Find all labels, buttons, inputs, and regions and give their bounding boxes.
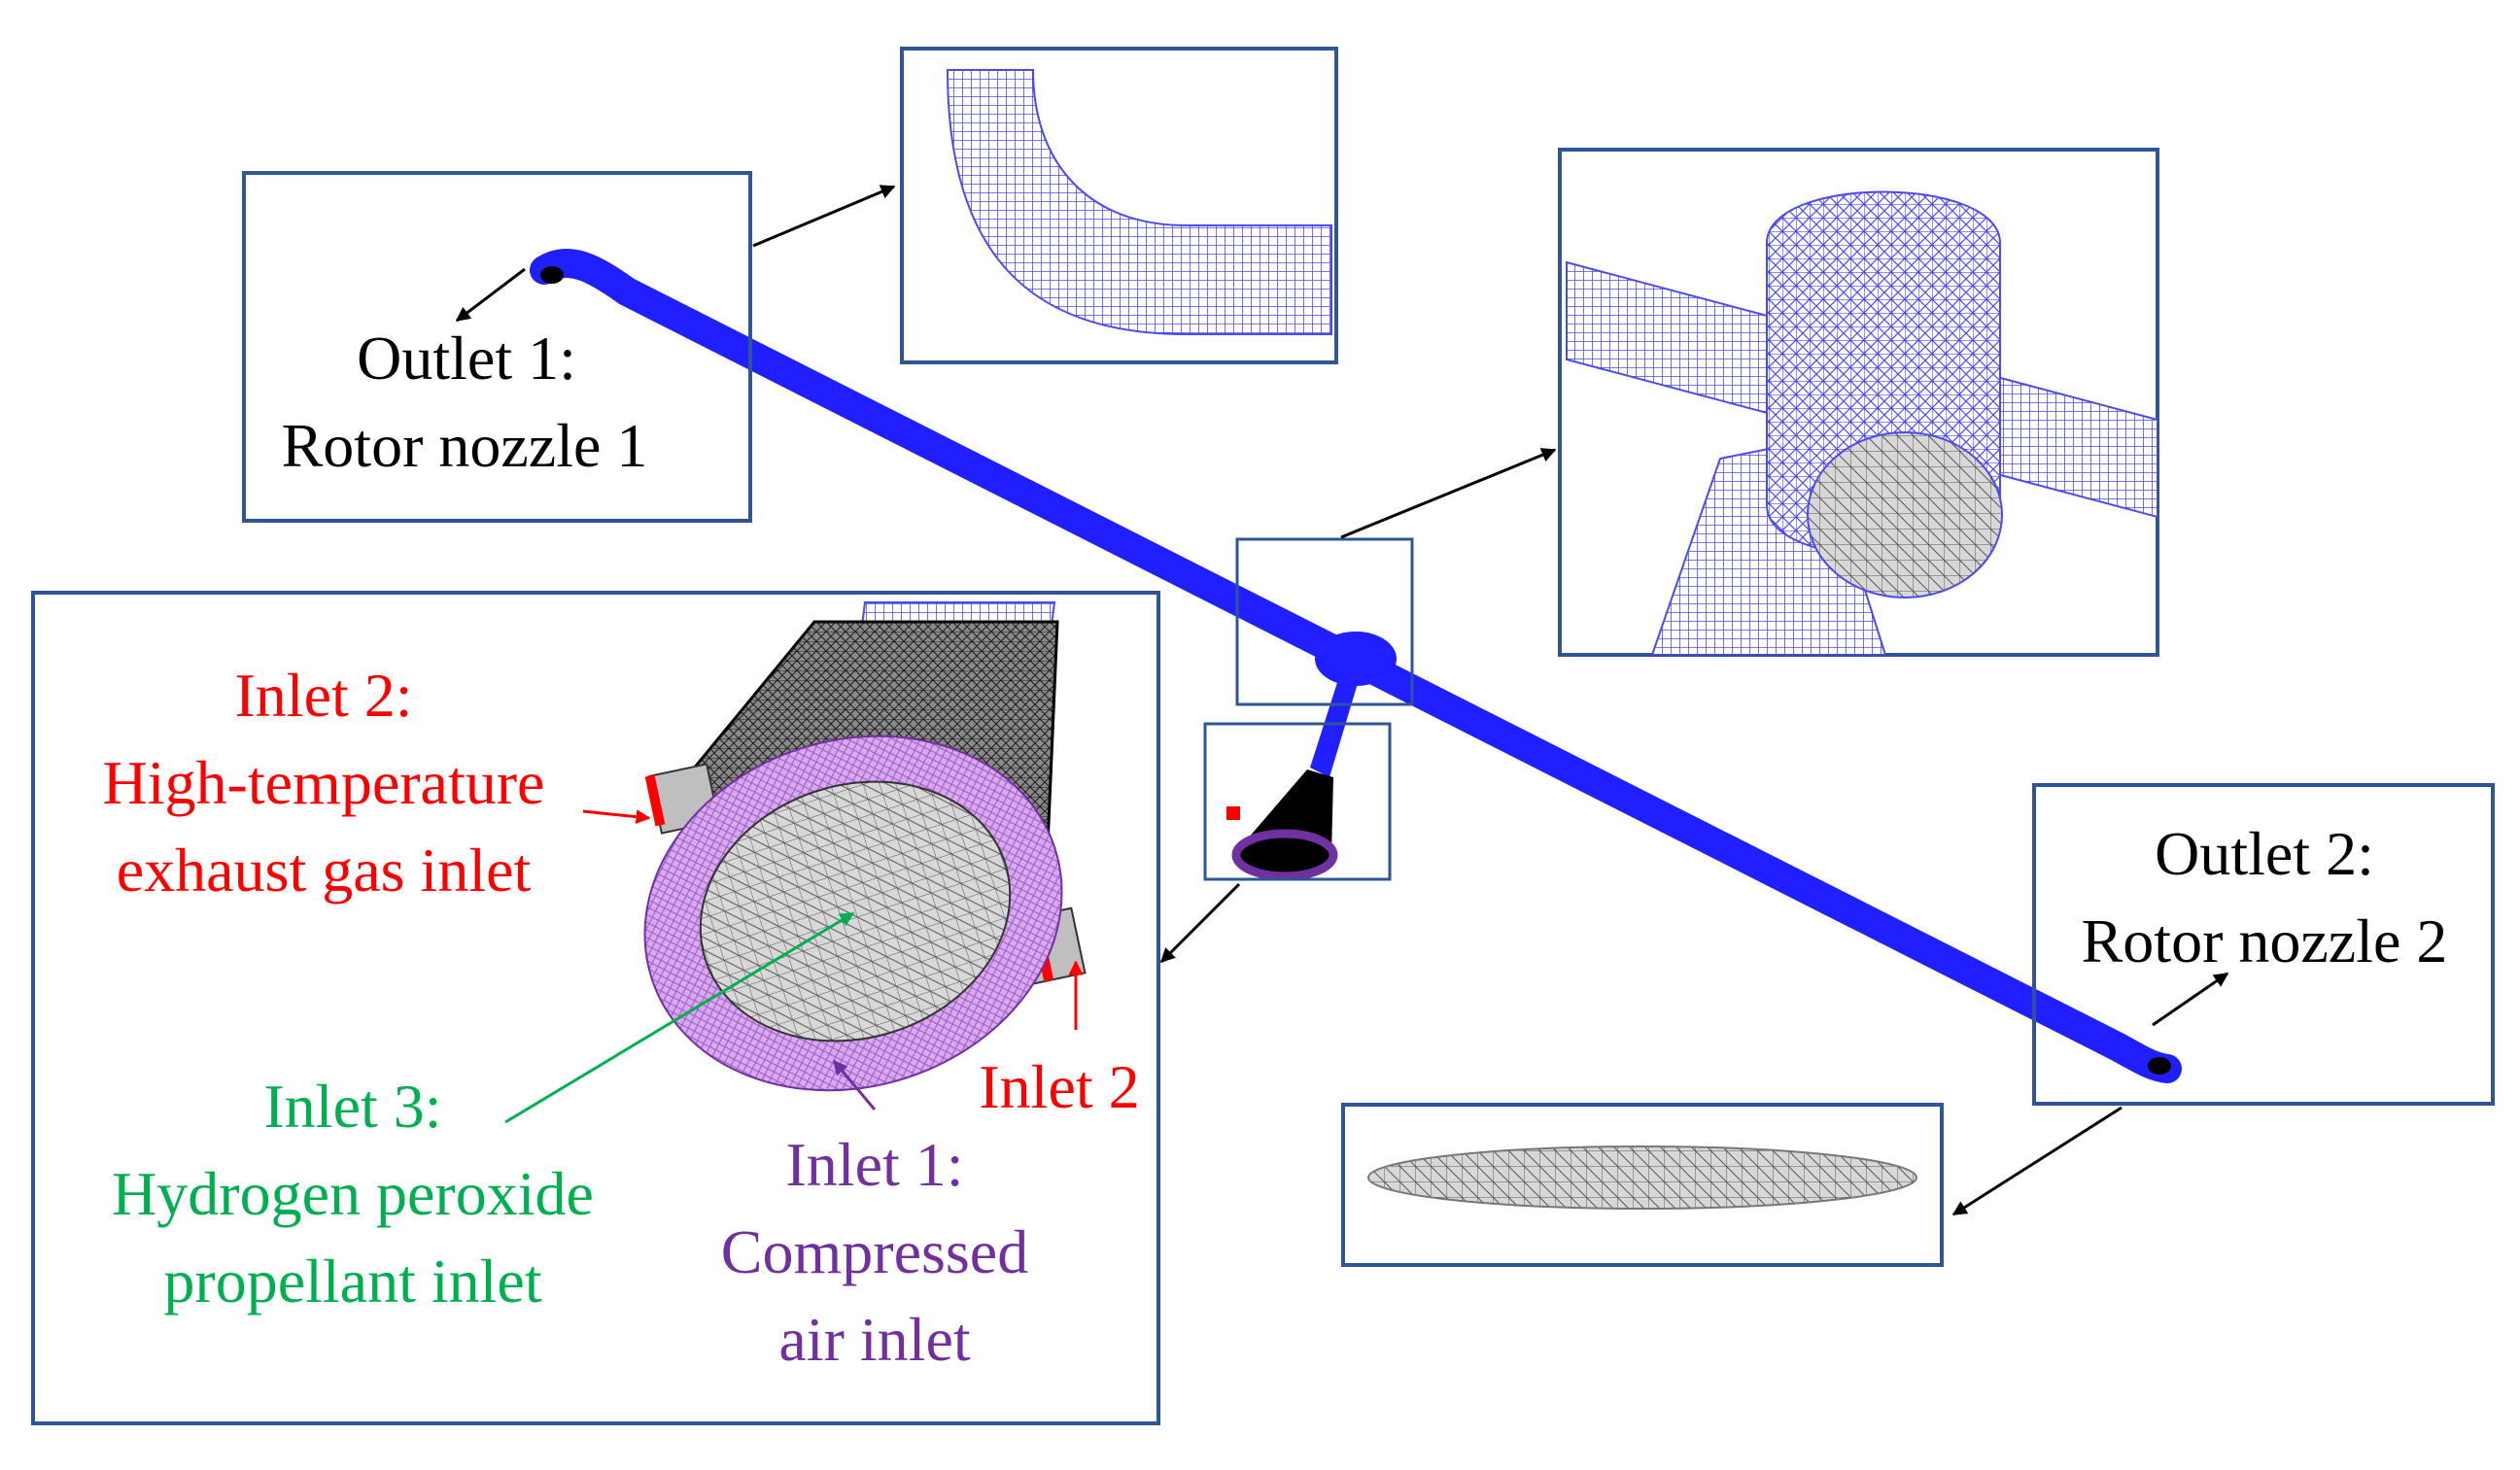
inlet-1-label: Inlet 1: Compressed air inlet <box>721 1130 1028 1374</box>
inlet-2-subtitle-2: exhaust gas inlet <box>117 836 532 905</box>
inlet-1-subtitle-2: air inlet <box>778 1305 970 1374</box>
outlet-1-callout: Outlet 1: Rotor nozzle 1 <box>242 171 752 523</box>
hydrogen-peroxide-face <box>699 780 1012 1043</box>
junction-zoom-arrow <box>1340 448 1557 539</box>
outlet-1-subtitle: Rotor nozzle 1 <box>282 411 648 480</box>
rotor-arm <box>530 249 2182 1083</box>
outlet-2-pointer-arrow <box>2152 972 2229 1027</box>
elbow-zoom-arrow <box>752 185 896 248</box>
inlet-2-title: Inlet 2: <box>234 661 412 730</box>
inlet-1-arrow <box>832 1059 877 1111</box>
inlet-2-short-label: Inlet 2 <box>979 1052 1139 1121</box>
elbow-mesh-surface <box>946 69 1332 335</box>
inlet-1-title: Inlet 1: <box>785 1130 963 1199</box>
inlet-3-subtitle-2: propellant inlet <box>163 1247 541 1316</box>
inlet-2-label: Inlet 2: High-temperature exhaust gas in… <box>103 661 545 905</box>
nozzle-section-zoom-arrow <box>1951 1106 2123 1216</box>
inlet-3-title: Inlet 3: <box>263 1072 441 1141</box>
outlet-2-subtitle: Rotor nozzle 2 <box>2082 906 2448 975</box>
outlet-2-callout: Outlet 2: Rotor nozzle 2 <box>2032 783 2495 1106</box>
elbow-mesh-detail <box>900 47 1338 364</box>
outlet-2-title: Outlet 2: <box>2155 819 2374 888</box>
small-compressed-air-ring <box>1231 829 1338 881</box>
inlet-3-subtitle-1: Hydrogen peroxide <box>112 1159 594 1228</box>
junction-hub-cut-face <box>1807 431 2003 598</box>
rotor-nozzle-2-tip <box>2148 1057 2171 1075</box>
junction-zoom-region <box>1235 537 1414 706</box>
inlet-2-subtitle-1: High-temperature <box>103 748 545 817</box>
inlet-3-arrow <box>504 911 855 1124</box>
inlet-3-label: Inlet 3: Hydrogen peroxide propellant in… <box>112 1072 594 1316</box>
inlet-zoom-arrow <box>1159 882 1241 964</box>
inlet-2-left-arrow <box>582 809 651 825</box>
small-inlet-2-stub <box>1226 806 1240 820</box>
rotor-nozzle-1-tip <box>540 266 564 284</box>
inlet-1-subtitle-1: Compressed <box>721 1217 1028 1286</box>
inlet-2-stub-left-face <box>644 774 666 827</box>
nozzle-section-mesh-detail <box>1341 1103 1944 1267</box>
nozzle-section-mesh <box>1367 1145 1917 1210</box>
junction-mesh-detail <box>1558 148 2159 657</box>
rotor-hub <box>1315 632 1397 686</box>
outlet-1-pointer-arrow <box>455 267 526 323</box>
outlet-1-title: Outlet 1: <box>357 324 576 393</box>
inlet-zoom-region <box>1203 722 1392 881</box>
